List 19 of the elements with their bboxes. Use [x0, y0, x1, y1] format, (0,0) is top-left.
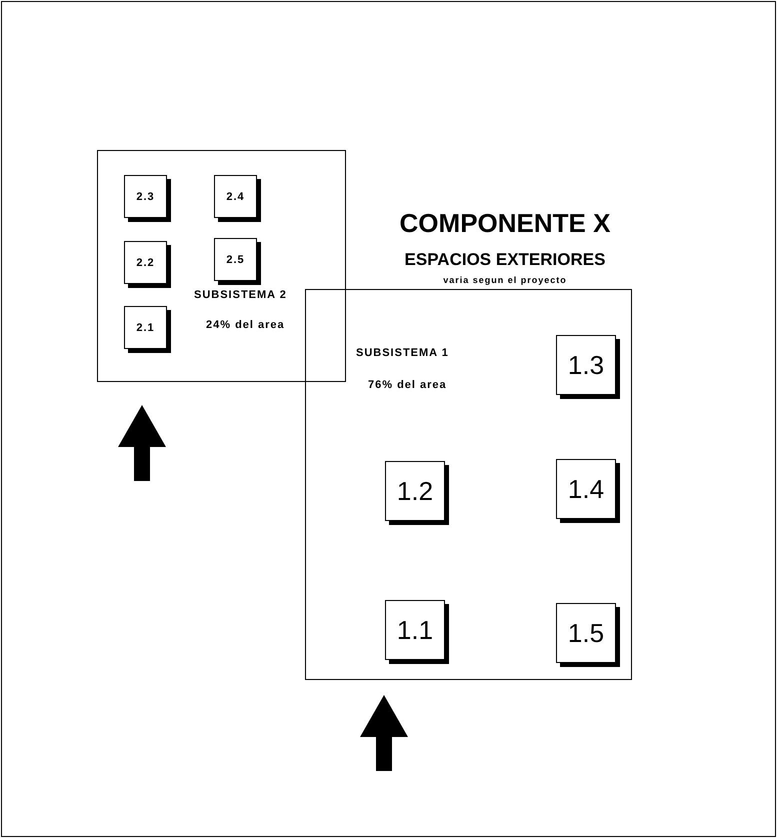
space-number: 1.4: [568, 474, 604, 504]
space-number: 1.5: [568, 618, 604, 648]
area-share-text: 24% del area: [206, 319, 285, 331]
diagram-title: COMPONENTE X: [400, 208, 610, 238]
subsystem-area: [97, 150, 346, 382]
space-number: 2.5: [226, 254, 245, 266]
subsystem-title: SUBSISTEMA 2: [194, 289, 287, 301]
space-number: 2.1: [136, 322, 155, 334]
subtitle: ESPACIOS EXTERIORES: [404, 250, 606, 269]
space-number: 2.2: [136, 256, 155, 268]
space-number: 2.3: [136, 190, 155, 202]
space-number: 1.2: [396, 476, 434, 506]
space-number: 1.3: [568, 350, 604, 380]
space-number: 1.1: [396, 614, 434, 646]
subsystem-title: SUBSISTEMA 1: [356, 347, 449, 359]
note-text: varia segun el proyecto: [443, 275, 567, 285]
space-number: 2.4: [226, 190, 245, 202]
area-share-text: 76% del area: [368, 379, 447, 391]
subsystem-area: [305, 289, 632, 680]
